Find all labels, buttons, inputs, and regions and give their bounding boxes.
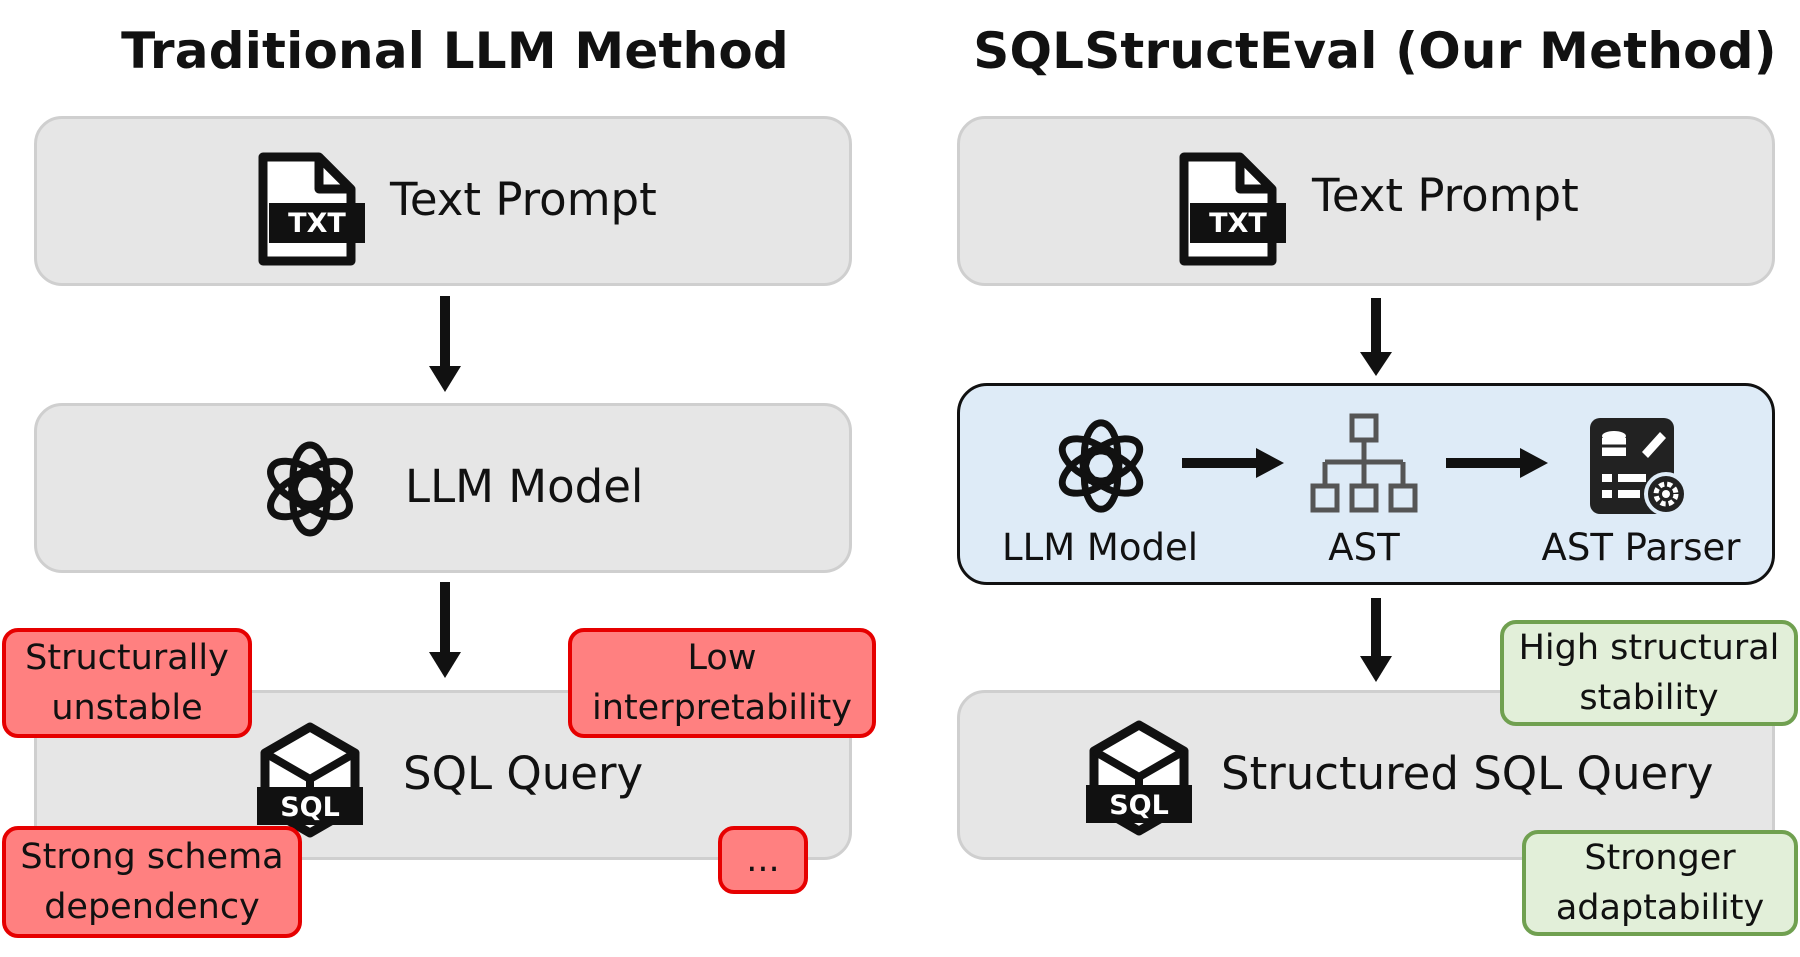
left-title: Traditional LLM Method xyxy=(121,22,789,80)
down-arrow-icon xyxy=(1360,598,1392,682)
tag-structurally-unstable: Structurally unstable xyxy=(2,628,252,738)
left-llm-model-label: LLM Model xyxy=(405,460,644,513)
tag-low-interpretability: Low interpretability xyxy=(568,628,876,738)
left-llm-model-box: LLM Model xyxy=(34,403,852,573)
svg-text:TXT: TXT xyxy=(1209,208,1267,239)
svg-text:SQL: SQL xyxy=(1109,790,1169,821)
svg-text:TXT: TXT xyxy=(288,208,346,239)
pipeline-llm-label: LLM Model xyxy=(1001,526,1198,569)
left-sql-query-label: SQL Query xyxy=(403,747,644,800)
right-text-prompt-box: TXT Text Prompt xyxy=(957,116,1775,286)
right-arrow-icon xyxy=(1446,448,1548,478)
down-arrow-icon xyxy=(1360,298,1392,376)
right-title: SQLStructEval (Our Method) xyxy=(973,22,1777,80)
pipeline-ast-label: AST xyxy=(1328,526,1400,569)
tag-high-stability: High structural stability xyxy=(1500,620,1798,726)
ast-parser-icon xyxy=(1590,418,1688,516)
right-text-prompt-label: Text Prompt xyxy=(1312,169,1579,222)
left-text-prompt-label: Text Prompt xyxy=(390,173,657,226)
down-arrow-icon xyxy=(429,296,461,392)
sql-cube-icon: SQL xyxy=(257,722,363,838)
sql-cube-icon: SQL xyxy=(1086,720,1192,836)
txt-file-icon: TXT xyxy=(1179,152,1286,266)
openai-logo-icon xyxy=(267,441,353,537)
pipeline-parser-label: AST Parser xyxy=(1541,526,1741,569)
svg-text:SQL: SQL xyxy=(280,792,340,823)
tag-ellipsis: ... xyxy=(718,826,808,894)
left-text-prompt-box: TXT Text Prompt xyxy=(34,116,852,286)
right-arrow-icon xyxy=(1182,448,1284,478)
down-arrow-icon xyxy=(429,582,461,678)
ast-tree-icon xyxy=(1310,413,1418,513)
openai-logo-icon xyxy=(1058,419,1144,513)
txt-file-icon: TXT xyxy=(258,152,365,266)
right-pipeline-box: LLM Model AST A xyxy=(957,383,1775,585)
tag-adaptability: Stronger adaptability xyxy=(1522,830,1798,936)
tag-schema-dependency: Strong schema dependency xyxy=(2,826,302,938)
right-structured-sql-label: Structured SQL Query xyxy=(1221,747,1714,800)
